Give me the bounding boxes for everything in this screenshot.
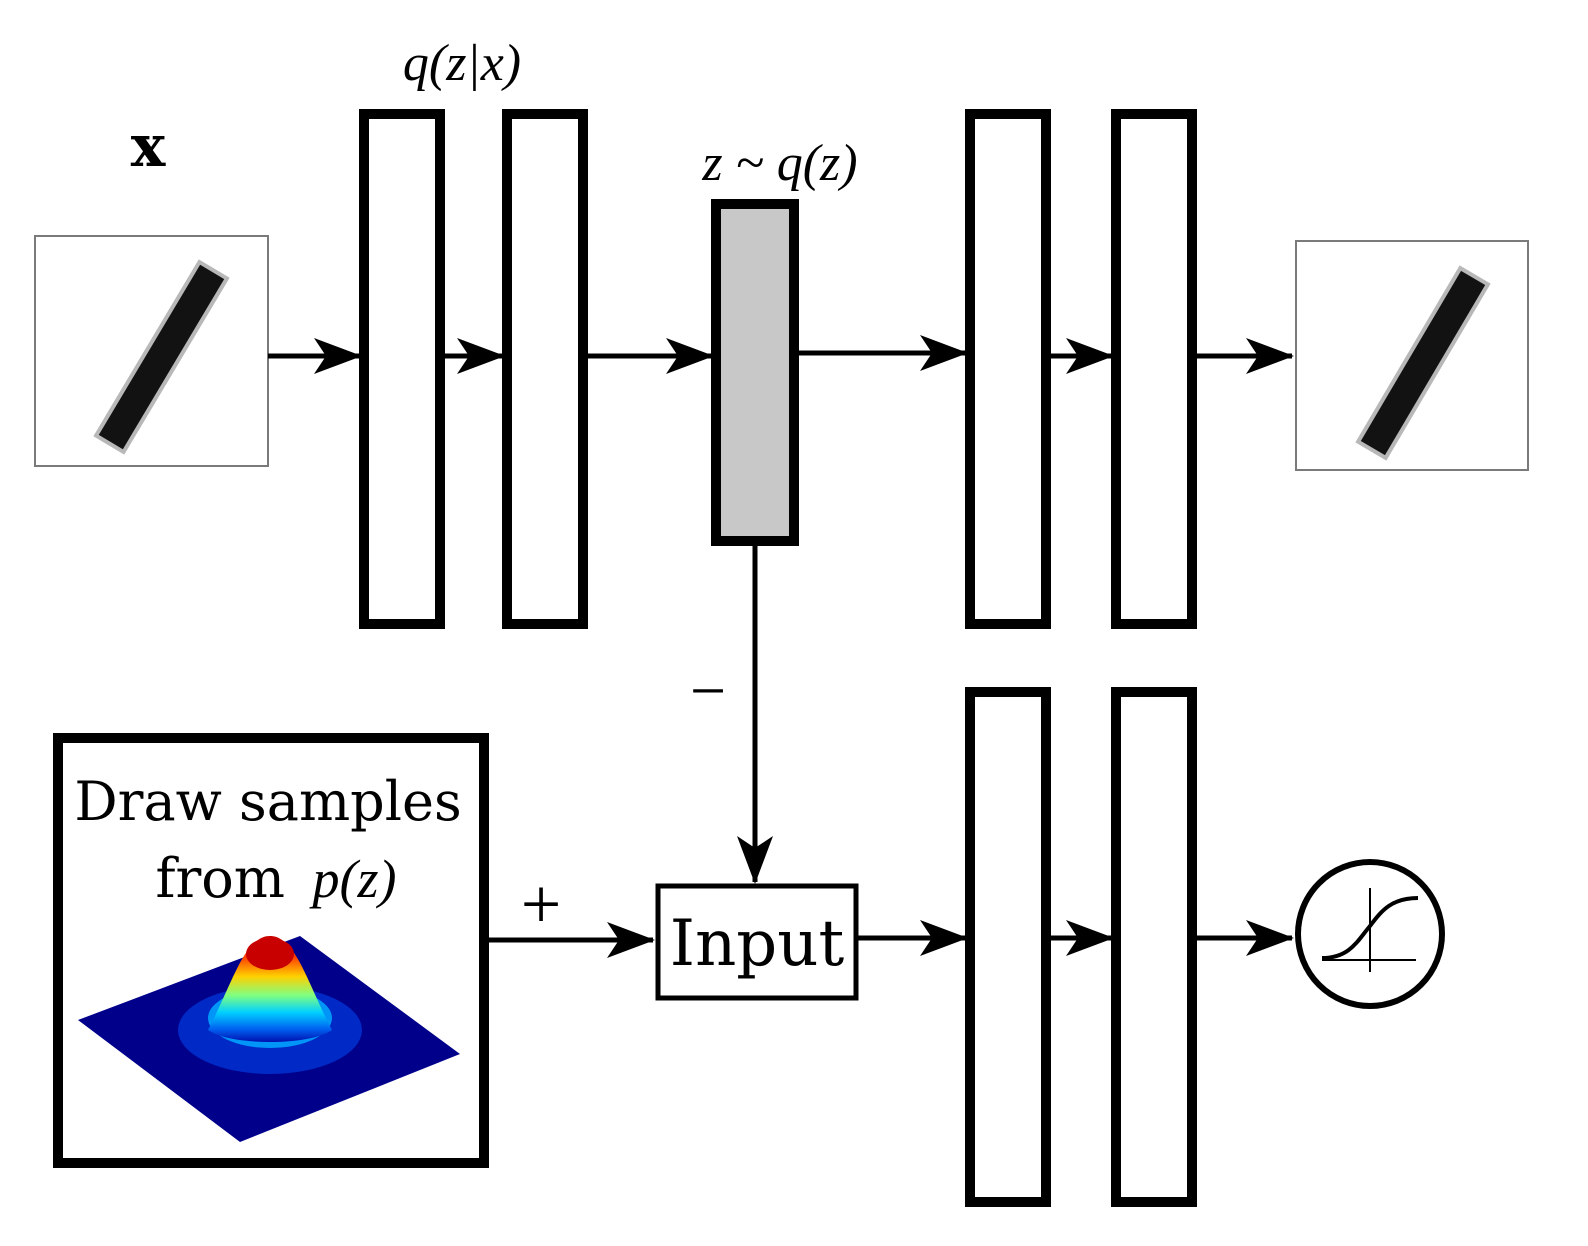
prior-label-line2: from p(z) — [156, 847, 397, 910]
label-latent: z ~ q(z) — [701, 135, 857, 192]
decoder-layer-2 — [1111, 109, 1197, 629]
discriminator-layer-2 — [1111, 687, 1197, 1207]
input-image — [34, 235, 269, 467]
prior-label-pz: p(z) — [309, 849, 397, 909]
reconstruction-image — [1295, 240, 1529, 471]
prior-label-line1: Draw samples — [74, 770, 461, 833]
label-encoder: q(z|x) — [403, 35, 521, 92]
sigmoid-icon — [1295, 859, 1445, 1009]
decoder-layer-1 — [965, 109, 1051, 629]
label-plus: + — [521, 864, 562, 944]
prior-sample-box: Draw samples from p(z) — [53, 733, 489, 1168]
latent-code-box — [711, 199, 799, 546]
gaussian-surface-plot-icon — [78, 936, 460, 1142]
input-box: Input — [655, 883, 859, 1001]
label-x: x — [131, 112, 166, 180]
encoder-layer-1 — [359, 109, 445, 629]
encoder-layer-2 — [502, 109, 588, 629]
prior-label-from: from — [156, 847, 286, 910]
handwritten-digit-one-icon — [93, 259, 230, 455]
label-minus: − — [690, 655, 726, 726]
discriminator-layer-1 — [965, 687, 1051, 1207]
handwritten-digit-one-icon — [1355, 265, 1491, 461]
input-box-label: Input — [670, 907, 845, 981]
